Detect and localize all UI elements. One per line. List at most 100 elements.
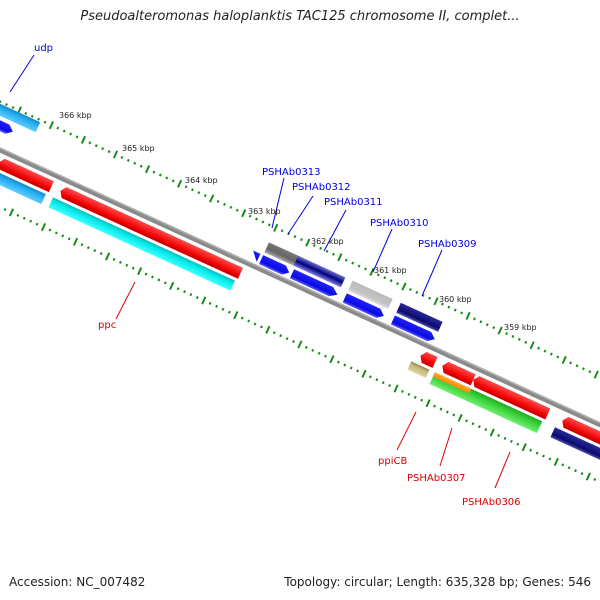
PSHAb0307-leader <box>439 427 453 467</box>
PSHAb0313-gene-feature[interactable] <box>249 250 261 263</box>
PSHAb0312-feature[interactable] <box>293 255 346 288</box>
ppc-gene-feature[interactable] <box>58 185 243 279</box>
udp-cds-feature[interactable] <box>0 99 41 133</box>
gene-label-PSHAb0307[interactable]: PSHAb0307 <box>407 473 466 484</box>
gene-label-ppc[interactable]: ppc <box>98 320 116 331</box>
PSHAb0310-feature[interactable] <box>396 302 443 332</box>
gene-label-PSHAb0310[interactable]: PSHAb0310 <box>370 218 429 229</box>
left-gene-feature[interactable] <box>0 157 54 193</box>
gene-label-PSHAb0312[interactable]: PSHAb0312 <box>292 182 351 193</box>
PSHAb0306-gene-feature[interactable] <box>471 374 551 420</box>
minor-tick <box>369 375 372 379</box>
gene-label-udp[interactable]: udp <box>34 43 53 54</box>
major-tick <box>265 325 271 334</box>
minor-tick <box>356 369 360 373</box>
right-cds-feature[interactable] <box>550 427 600 471</box>
scale-label: 364 kbp <box>185 176 218 185</box>
minor-tick <box>86 246 90 250</box>
minor-tick <box>54 231 58 235</box>
PSHAb0311-leader <box>323 209 347 252</box>
minor-tick <box>253 322 257 326</box>
major-tick <box>112 150 119 159</box>
PSHAb0310-cds-arrow[interactable] <box>390 315 437 343</box>
major-tick <box>521 443 527 452</box>
major-tick <box>337 253 343 262</box>
minor-tick <box>420 398 424 402</box>
minor-tick <box>119 260 122 264</box>
PSHAb0309-leader <box>421 249 443 297</box>
minor-tick <box>67 237 71 241</box>
udp-leader <box>9 54 35 93</box>
scale-label: 361 kbp <box>374 266 407 275</box>
major-tick <box>80 135 87 144</box>
gene-label-ppiCB[interactable]: ppiCB <box>378 456 407 467</box>
gene-label-PSHAb0306[interactable]: PSHAb0306 <box>462 497 521 508</box>
minor-tick <box>184 185 188 189</box>
major-tick <box>393 384 399 393</box>
major-tick <box>305 238 311 247</box>
PSHAb0307-gene-feature[interactable] <box>440 360 476 386</box>
minor-tick <box>260 325 263 329</box>
PSHAb0310-leader <box>372 228 393 273</box>
ppc-leader <box>115 281 136 320</box>
minor-tick <box>208 301 212 305</box>
PSHAb0312-cds-arrow[interactable] <box>289 269 340 299</box>
minor-tick <box>381 381 385 385</box>
gene-label-PSHAb0311[interactable]: PSHAb0311 <box>324 197 383 208</box>
minor-tick <box>517 337 521 341</box>
minor-tick <box>75 135 79 139</box>
ppiCB-leader <box>396 411 417 451</box>
minor-tick <box>189 293 193 297</box>
PSHAb0312-leader <box>287 195 314 235</box>
major-tick <box>209 194 215 203</box>
minor-tick <box>542 454 545 458</box>
minor-tick <box>203 194 207 198</box>
minor-tick <box>62 129 66 133</box>
ppiCB-cds-feature[interactable] <box>407 361 430 378</box>
major-tick <box>144 165 151 174</box>
minor-tick <box>383 276 387 280</box>
scale-ticks-upper <box>0 100 599 379</box>
minor-tick <box>580 472 584 476</box>
major-tick <box>585 472 591 481</box>
minor-tick <box>157 278 161 282</box>
minor-tick <box>477 425 481 429</box>
PSHAb0313-feature[interactable] <box>264 242 299 266</box>
minor-tick <box>171 179 175 183</box>
ppiCB-gene-feature[interactable] <box>418 350 438 368</box>
left-cds-feature[interactable] <box>0 156 46 205</box>
minor-tick <box>441 302 444 306</box>
minor-tick <box>529 448 533 452</box>
ppc-cds-feature[interactable] <box>48 197 235 291</box>
PSHAb0313-cds-arrow[interactable] <box>258 255 291 277</box>
major-tick <box>40 223 47 232</box>
minor-tick <box>343 363 347 367</box>
minor-tick <box>485 323 489 327</box>
minor-tick <box>227 310 231 314</box>
gene-label-PSHAb0309[interactable]: PSHAb0309 <box>418 239 477 250</box>
minor-tick <box>388 384 392 388</box>
minor-tick <box>364 267 367 271</box>
major-tick <box>72 237 79 246</box>
minor-tick <box>88 141 92 145</box>
udp-gene-feature[interactable] <box>0 112 15 136</box>
minor-tick <box>312 243 316 247</box>
gene-label-PSHAb0313[interactable]: PSHAb0313 <box>262 167 321 178</box>
PSHAb0311-cds-arrow[interactable] <box>342 293 386 320</box>
backbone-highlight <box>0 126 600 445</box>
map-track <box>0 99 600 482</box>
minor-tick <box>460 311 464 315</box>
major-tick <box>593 370 599 379</box>
minor-tick <box>349 366 353 370</box>
right-gene-feature[interactable] <box>560 415 600 458</box>
major-tick <box>169 281 175 290</box>
minor-tick <box>535 451 539 455</box>
PSHAb0307-orange-feature[interactable] <box>432 372 472 394</box>
minor-tick <box>229 205 233 209</box>
minor-tick <box>191 188 194 192</box>
minor-tick <box>511 334 515 338</box>
minor-tick <box>285 337 289 341</box>
minor-tick <box>144 272 148 276</box>
PSHAb0311-feature[interactable] <box>348 280 393 309</box>
minor-tick <box>235 208 239 212</box>
